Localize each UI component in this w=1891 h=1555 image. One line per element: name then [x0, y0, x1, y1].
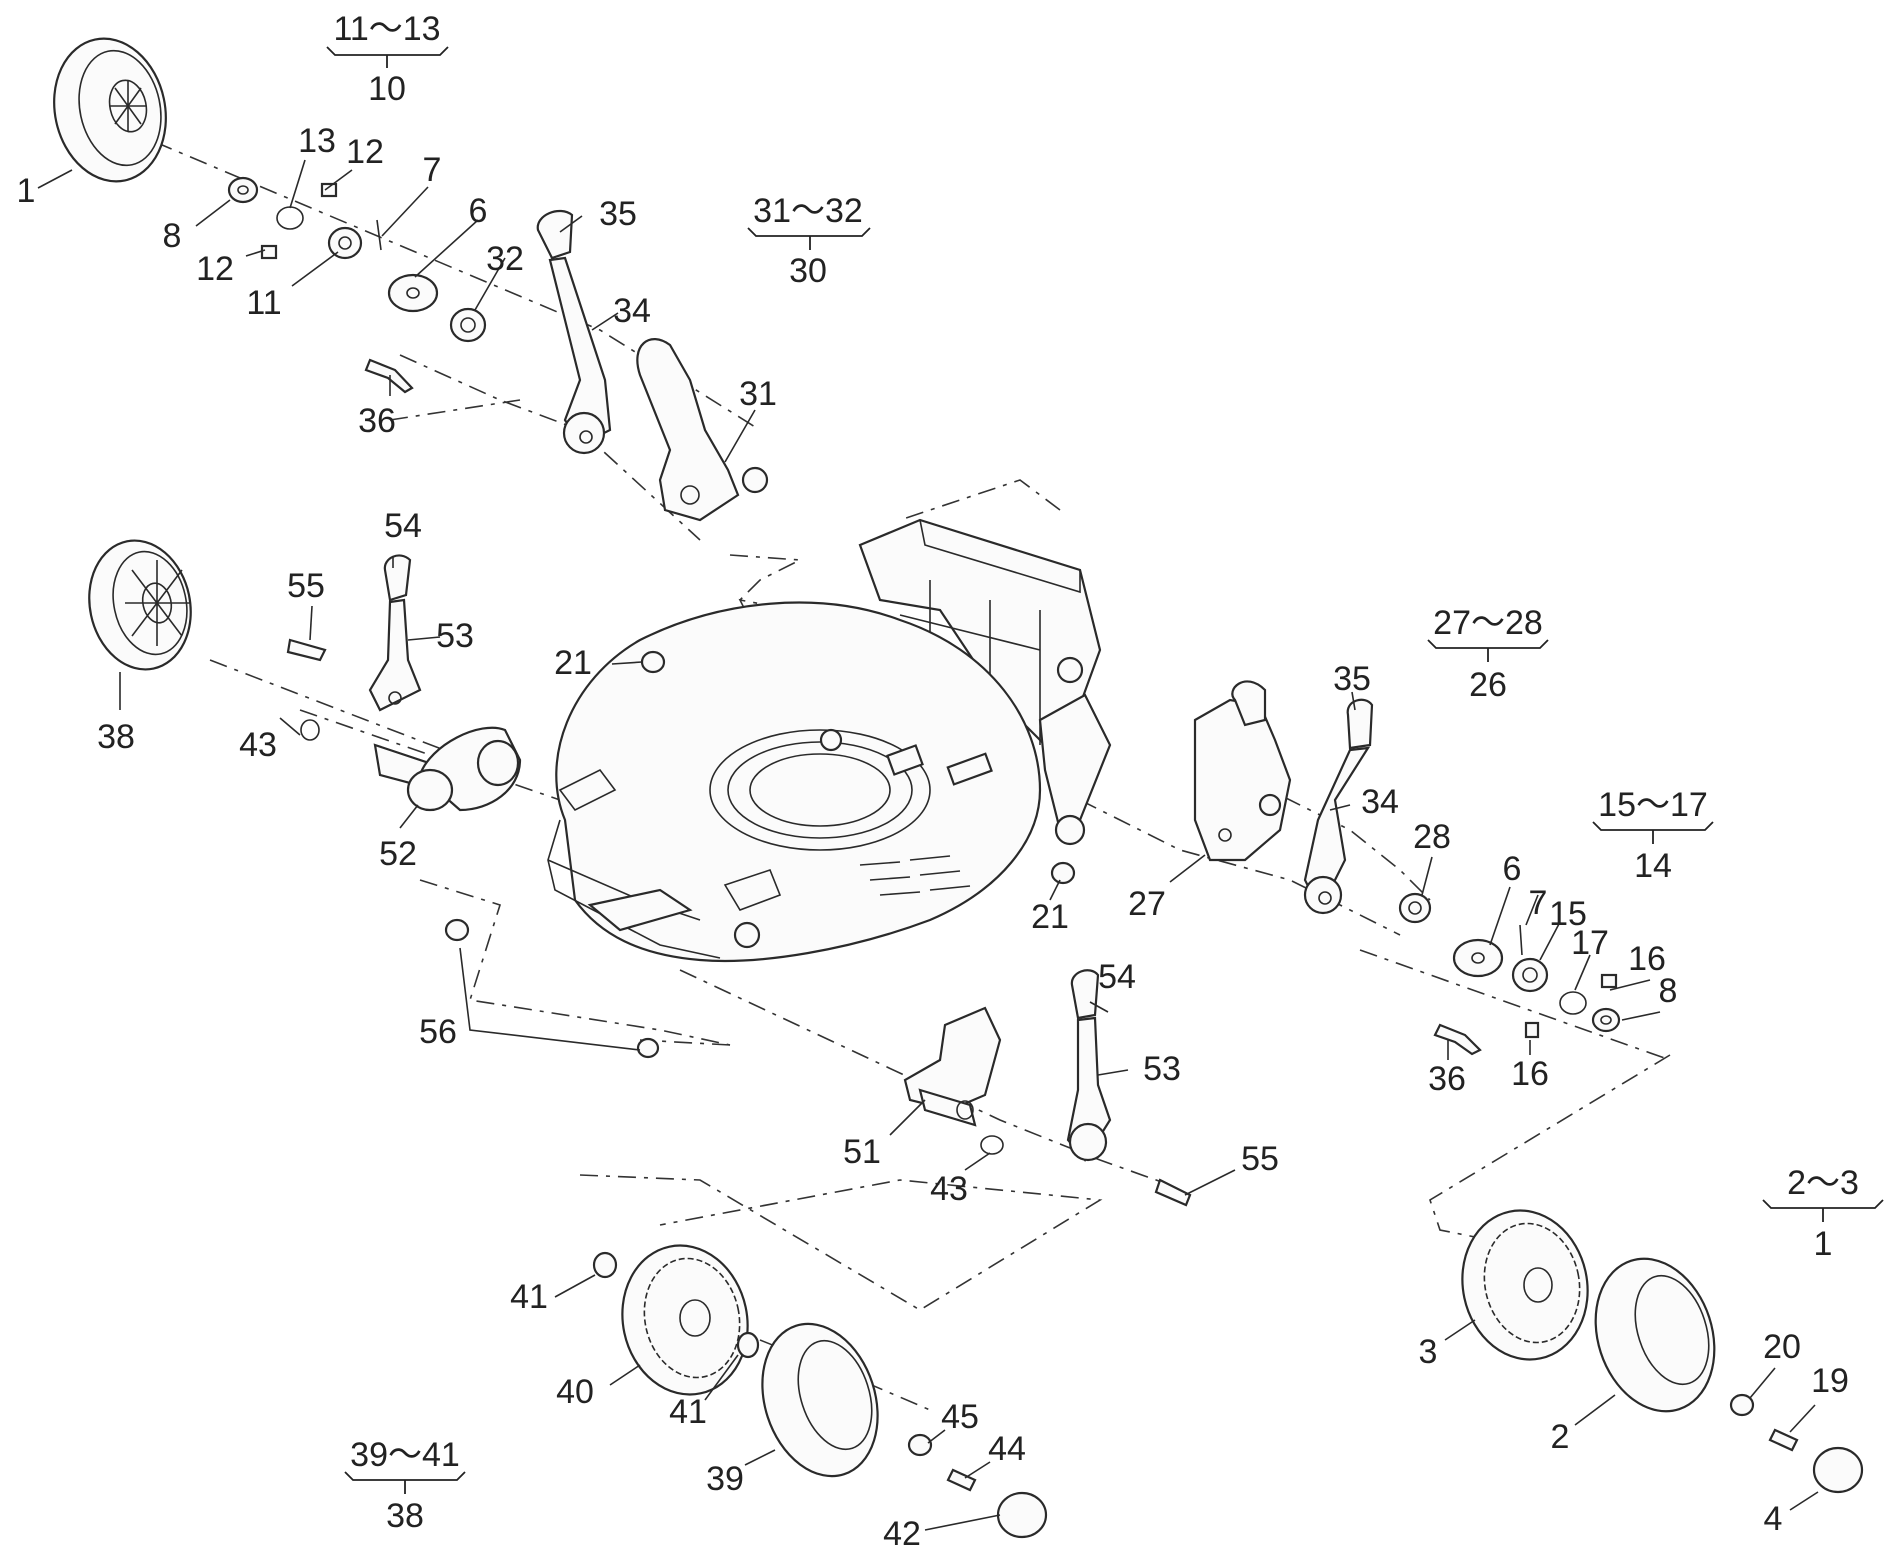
callout: 7 [423, 151, 442, 189]
front-wheel-left [592, 1244, 1048, 1539]
height-lever-right [1193, 680, 1374, 915]
callout: 40 [556, 1373, 594, 1411]
group-26-range: 27～28 [1433, 604, 1543, 642]
callout: 36 [358, 402, 396, 440]
callout: 41 [510, 1278, 548, 1316]
callout: 4 [1764, 1500, 1783, 1538]
callout: 34 [613, 292, 651, 330]
callout: 12 [196, 250, 234, 288]
callout: 15 [1549, 895, 1587, 933]
callout: 35 [1333, 660, 1371, 698]
callout: 28 [1413, 818, 1451, 856]
group-38-range: 39～41 [350, 1436, 460, 1474]
group-bracket-10: 11～13 10 [326, 10, 449, 108]
group-14-parent: 14 [1634, 847, 1672, 885]
leader-lines [37, 159, 1819, 1531]
callout: 35 [599, 195, 637, 233]
callout: 6 [1503, 850, 1522, 888]
callout: 7 [1529, 884, 1548, 922]
group-10-parent: 10 [368, 70, 406, 108]
callout: 19 [1811, 1362, 1849, 1400]
height-lever-top [536, 209, 769, 522]
callout: 21 [554, 644, 592, 682]
callout: 38 [97, 718, 135, 756]
callout: 16 [1511, 1055, 1549, 1093]
callout: 55 [1241, 1140, 1279, 1178]
group-14-range: 15～17 [1598, 786, 1708, 824]
callout: 51 [843, 1133, 881, 1171]
group-bracket-38: 39～41 38 [344, 1436, 466, 1535]
group-bracket-26: 27～28 26 [1427, 604, 1549, 704]
callout: 11 [246, 284, 281, 322]
group-bracket-14: 15～17 14 [1592, 786, 1714, 885]
callout: 34 [1361, 783, 1399, 821]
group-bracket-1: 2～3 1 [1762, 1164, 1884, 1263]
small-parts-top-left [227, 176, 487, 394]
group-30-range: 31～32 [753, 192, 863, 230]
callout: 52 [379, 835, 417, 873]
callout: 6 [469, 192, 488, 230]
group-10-range: 11～13 [333, 10, 440, 48]
assembly-dash-lines [154, 141, 1671, 1411]
rear-wheel-left [53, 37, 167, 183]
callout: 8 [163, 217, 182, 255]
callout: 36 [1428, 1060, 1466, 1098]
callout: 31 [739, 375, 777, 413]
callout: 2 [1551, 1418, 1570, 1456]
callout: 13 [298, 122, 336, 160]
callout: 17 [1571, 924, 1609, 962]
callout: 20 [1763, 1328, 1801, 1366]
callout: 42 [883, 1515, 921, 1553]
callout: 21 [1031, 898, 1069, 936]
group-bracket-30: 31～32 30 [747, 192, 871, 290]
group-26-parent: 26 [1469, 666, 1507, 704]
small-parts-right [1398, 892, 1621, 1056]
callout: 16 [1628, 940, 1666, 978]
group-1-parent: 1 [1814, 1225, 1833, 1263]
callout: 53 [1143, 1050, 1181, 1088]
nuts [444, 650, 1076, 1059]
callout: 43 [239, 726, 277, 764]
mower-deck [547, 518, 1112, 963]
front-bracket-51 [903, 969, 1192, 1207]
front-wheel-right [1461, 1209, 1864, 1494]
group-38-parent: 38 [386, 1497, 424, 1535]
callout: 43 [930, 1170, 968, 1208]
callout: 53 [436, 617, 474, 655]
callout: 3 [1419, 1333, 1438, 1371]
group-1-range: 2～3 [1787, 1164, 1859, 1202]
callout: 55 [287, 567, 325, 605]
callout: 56 [419, 1013, 457, 1051]
callout: 32 [486, 240, 524, 278]
axle-52 [373, 726, 522, 812]
callout: 41 [669, 1393, 707, 1431]
callout: 54 [1098, 958, 1136, 996]
group-30-parent: 30 [789, 252, 827, 290]
callout: 27 [1128, 885, 1166, 923]
wheel-38 [88, 539, 192, 671]
callout: 54 [384, 507, 422, 545]
height-lever-left [286, 554, 422, 741]
callout: 44 [988, 1430, 1026, 1468]
callout: 1 [17, 172, 36, 210]
callout: 8 [1659, 972, 1678, 1010]
callout: 45 [941, 1398, 979, 1436]
callout: 39 [706, 1460, 744, 1498]
callout: 12 [346, 133, 384, 171]
callout-labels: 1 8 13 12 12 7 11 6 32 35 34 31 36 54 55… [17, 122, 1849, 1553]
